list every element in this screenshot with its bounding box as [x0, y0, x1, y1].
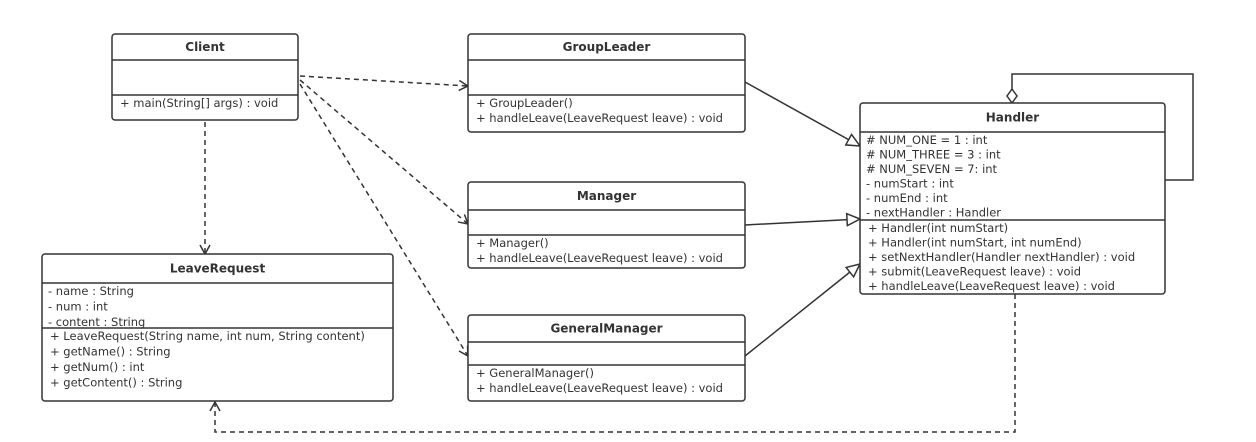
method: + handleLeave(LeaveRequest leave) : void — [476, 111, 723, 125]
attribute: - nextHandler : Handler — [866, 206, 1001, 220]
class-leave-request[interactable]: LeaveRequest - name : String - num : int- … — [41, 253, 394, 402]
method: + Handler(int numStart, int numEnd) — [868, 236, 1082, 250]
methods-compartment: + Handler(int numStart)+ Handler(int num… — [868, 221, 1135, 293]
method: + Handler(int numStart) — [868, 221, 1008, 235]
class-name: GeneralManager — [550, 322, 662, 336]
methods-compartment: + LeaveRequest(String name, int num, Str… — [50, 329, 365, 390]
class-box — [467, 181, 746, 269]
method: + LeaveRequest(String name, int num, Str… — [50, 329, 365, 343]
dependency-client-groupleader — [299, 75, 470, 92]
class-name: GroupLeader — [563, 40, 651, 54]
class-box — [859, 102, 1166, 295]
method: + GroupLeader() — [476, 96, 573, 110]
methods-compartment: + Manager()+ handleLeave(LeaveRequest le… — [476, 236, 723, 265]
method: + handleLeave(LeaveRequest leave) : void — [476, 251, 723, 265]
attribute: - numStart : int — [866, 177, 954, 191]
attribute: - name : String — [48, 284, 134, 298]
aggregation-diamond-icon — [1006, 87, 1018, 105]
method: + getNum() : int — [50, 360, 145, 374]
generalization-groupleader-handler — [744, 81, 860, 146]
attribute: - content : String — [48, 315, 145, 329]
class-name: LeaveRequest — [170, 262, 266, 276]
attribute: - num : int — [48, 300, 108, 314]
class-name: Manager — [577, 189, 636, 203]
attribute: # NUM_THREE = 3 : int — [866, 148, 1001, 162]
attribute: - numEnd : int — [866, 191, 948, 205]
class-box — [467, 314, 746, 402]
method: + GeneralManager() — [476, 366, 594, 380]
attribute: # NUM_ONE = 1 : int — [866, 133, 988, 147]
class-box — [111, 33, 299, 121]
generalization-manager-handler — [744, 219, 860, 225]
class-handler[interactable]: Handler # NUM_ONE = 1 : int# NUM_THREE = … — [859, 102, 1166, 295]
method: + Manager() — [476, 236, 549, 250]
method: + submit(LeaveRequest leave) : void — [868, 265, 1081, 279]
attribute: # NUM_SEVEN = 7: int — [866, 162, 998, 176]
attributes-compartment: - name : String - num : int- content : St… — [48, 284, 145, 329]
dependency-client-manager — [299, 79, 470, 226]
class-name: Client — [185, 40, 225, 54]
method: + main(String[] args) : void — [120, 96, 278, 110]
methods-compartment: + GroupLeader()+ handleLeave(LeaveReques… — [476, 96, 723, 125]
method: + handleLeave(LeaveRequest leave) : void — [476, 381, 723, 395]
attributes-compartment: # NUM_ONE = 1 : int# NUM_THREE = 3 : int… — [866, 133, 1001, 220]
generalization-generalmanager-handler — [744, 264, 860, 357]
methods-compartment: + GeneralManager()+ handleLeave(LeaveReq… — [476, 366, 723, 395]
class-box — [467, 33, 746, 133]
method: + getName() : String — [50, 345, 171, 359]
class-group-leader[interactable]: GroupLeader + GroupLeader()+ handleLeave(… — [467, 33, 746, 133]
class-general-manager[interactable]: GeneralManager + GeneralManager()+ handle… — [467, 314, 746, 402]
method: + setNextHandler(Handler nextHandler) : … — [868, 250, 1135, 264]
methods-compartment: + main(String[] args) : void — [120, 96, 278, 110]
class-manager[interactable]: Manager + Manager()+ handleLeave(LeaveReq… — [467, 181, 746, 269]
aggregation-handler-self — [1011, 73, 1194, 181]
method: + getContent() : String — [50, 376, 182, 390]
class-name: Handler — [986, 111, 1040, 125]
method: + handleLeave(LeaveRequest leave) : void — [868, 279, 1115, 293]
class-client[interactable]: Client + main(String[] args) : void — [111, 33, 299, 121]
